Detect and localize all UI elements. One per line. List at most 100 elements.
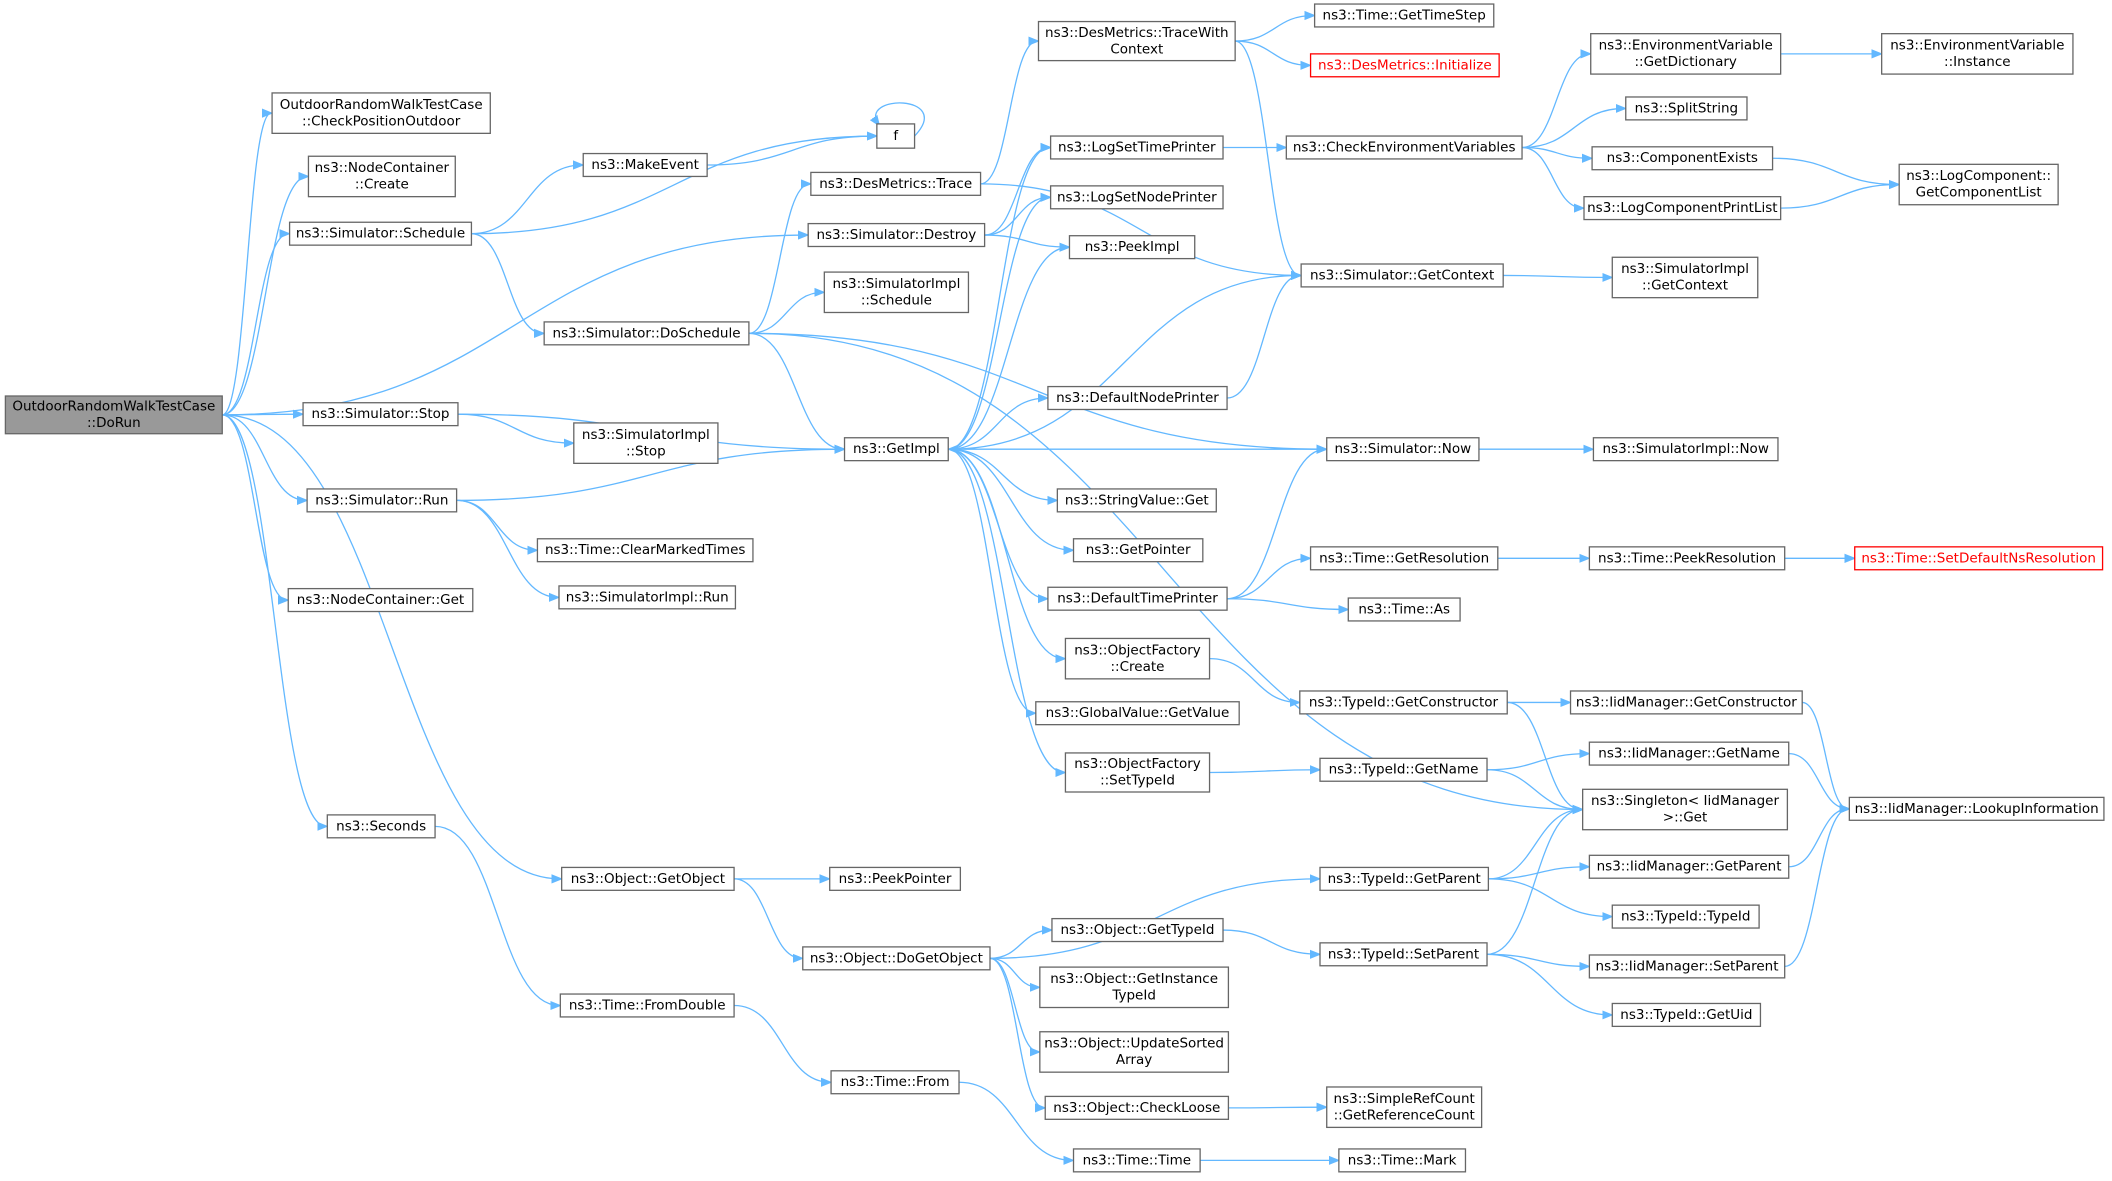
node-getimpl[interactable]: ns3::GetImpl [843,437,949,462]
edge-typeid-getconstructor-to-singleton-get [1507,701,1581,809]
node-obj-checkloose[interactable]: ns3::Object::CheckLoose [1044,1095,1230,1120]
node-nc-create[interactable]: ns3::NodeContainer::Create [307,155,456,198]
node-label: ns3::LogSetNodePrinter [1057,189,1217,205]
edge-getimpl-to-globalvalue-getvalue [948,448,1035,713]
node-typeid-getuid[interactable]: ns3::TypeId::GetUid [1611,1002,1762,1028]
node-sim-stop[interactable]: ns3::Simulator::Stop [302,402,459,427]
edge-dorun-to-sim-run [222,414,306,501]
node-seconds[interactable]: ns3::Seconds [326,814,436,839]
node-singleton-get[interactable]: ns3::Singleton< IidManager>::Get [1582,788,1789,831]
node-time-clearmarked[interactable]: ns3::Time::ClearMarkedTimes [536,538,754,563]
node-simimpl-now[interactable]: ns3::SimulatorImpl::Now [1592,437,1779,462]
node-envvar-getdict[interactable]: ns3::EnvironmentVariable::GetDictionary [1590,33,1782,75]
node-obj-gettypeid[interactable]: ns3::Object::GetTypeId [1051,917,1224,943]
edge-obj-dogetobject-to-obj-checkloose [989,957,1044,1108]
edge-sim-schedule-to-f [471,136,875,235]
node-simimpl-run[interactable]: ns3::SimulatorImpl::Run [558,585,737,610]
node-time-getresolution[interactable]: ns3::Time::GetResolution [1309,546,1499,571]
node-label: Context [1110,41,1163,57]
node-envvar-instance[interactable]: ns3::EnvironmentVariable::Instance [1881,33,2074,75]
node-checkpos[interactable]: OutdoorRandomWalkTestCase::CheckPosition… [271,92,491,134]
edge-getimpl-to-objfactory-settypeid [948,448,1064,772]
node-iid-getconstructor[interactable]: ns3::IidManager::GetConstructor [1569,690,1803,715]
node-objfactory-create[interactable]: ns3::ObjectFactory::Create [1064,637,1211,680]
node-iid-getname[interactable]: ns3::IidManager::GetName [1588,741,1790,766]
node-sim-destroy[interactable]: ns3::Simulator::Destroy [807,222,986,248]
node-splitstring[interactable]: ns3::SplitString [1625,96,1748,121]
node-des-init[interactable]: ns3::DesMetrics::Initialize [1309,53,1500,78]
node-objfactory-settypeid[interactable]: ns3::ObjectFactory::SetTypeId [1064,752,1211,793]
edge-obj-dogetobject-to-obj-gettypeid [989,930,1051,959]
node-simimpl-getcontext[interactable]: ns3::SimulatorImpl::GetContext [1611,256,1759,299]
node-obj-getobject[interactable]: ns3::Object::GetObject [561,866,735,891]
node-logcomponentprintlist[interactable]: ns3::LogComponentPrintList [1583,196,1782,221]
node-label: ::GetContext [1642,278,1728,294]
node-label: ns3::Time::ClearMarkedTimes [545,542,745,558]
node-stringvalue-get[interactable]: ns3::StringValue::Get [1056,488,1217,513]
node-logcomponent-getlist[interactable]: ns3::LogComponent::GetComponentList [1898,163,2059,206]
node-sim-schedule[interactable]: ns3::Simulator::Schedule [288,221,473,246]
node-sim-doschedule[interactable]: ns3::Simulator::DoSchedule [543,321,750,346]
node-time-setdefaultns[interactable]: ns3::Time::SetDefaultNsResolution [1854,546,2104,571]
node-box [1854,546,2104,571]
edge-getimpl-to-logsettimeprinter [948,147,1049,450]
node-label: ns3::TypeId::GetConstructor [1309,694,1499,710]
node-box [843,437,949,462]
node-globalvalue-getvalue[interactable]: ns3::GlobalValue::GetValue [1035,701,1240,726]
node-des-trace[interactable]: ns3::DesMetrics::Trace [810,171,982,196]
node-label: ns3::SimpleRefCount [1334,1091,1475,1107]
node-label: ns3::Simulator::Stop [312,406,450,422]
edge-dorun-to-obj-getobject [222,414,560,879]
node-typeid-setparent[interactable]: ns3::TypeId::SetParent [1319,942,1488,967]
edge-typeid-setparent-to-singleton-get [1487,810,1582,955]
node-iid-lookupinfo[interactable]: ns3::IidManager::LookupInformation [1848,796,2105,821]
node-simimpl-stop[interactable]: ns3::SimulatorImpl::Stop [573,422,719,464]
node-time-fromdouble[interactable]: ns3::Time::FromDouble [559,993,735,1018]
node-defaulttimeprinter[interactable]: ns3::DefaultTimePrinter [1047,586,1228,611]
node-box [1072,1148,1201,1173]
node-dorun[interactable]: OutdoorRandomWalkTestCase::DoRun [4,395,223,435]
node-simplerefcount[interactable]: ns3::SimpleRefCount::GetReferenceCount [1326,1086,1483,1129]
node-logsetnodeprinter[interactable]: ns3::LogSetNodePrinter [1049,185,1224,210]
node-iid-getparent[interactable]: ns3::IidManager::GetParent [1588,854,1790,879]
node-sim-getcontext[interactable]: ns3::Simulator::GetContext [1300,263,1504,288]
node-time-time[interactable]: ns3::Time::Time [1072,1148,1201,1173]
edge-dorun-to-sim-stop [222,414,302,415]
node-label: ::SetTypeId [1100,773,1175,789]
node-simimpl-schedule[interactable]: ns3::SimulatorImpl::Schedule [823,271,970,314]
node-defaultnodeprinter[interactable]: ns3::DefaultNodePrinter [1047,385,1228,411]
node-box [807,222,986,248]
edge-des-tracewith-to-sim-getcontext [1234,40,1300,275]
node-time-from[interactable]: ns3::Time::From [830,1070,960,1095]
node-logsettimeprinter[interactable]: ns3::LogSetTimePrinter [1049,135,1224,160]
node-typeid-getconstructor[interactable]: ns3::TypeId::GetConstructor [1299,690,1508,715]
node-box [536,538,754,563]
node-makeevent[interactable]: ns3::MakeEvent [582,152,708,178]
node-time-as[interactable]: ns3::Time::As [1347,597,1461,622]
edge-dorun-to-nc-get [222,414,287,600]
node-typeid-getparent[interactable]: ns3::TypeId::GetParent [1319,866,1490,891]
node-label: ns3::ObjectFactory [1074,642,1201,658]
node-peekimpl[interactable]: ns3::PeekImpl [1068,235,1196,260]
node-checkenv[interactable]: ns3::CheckEnvironmentVariables [1285,135,1523,160]
node-peekpointer[interactable]: ns3::PeekPointer [829,866,962,891]
edge-defaulttimeprinter-to-sim-now [1227,449,1326,600]
node-time-gettimestep[interactable]: ns3::Time::GetTimeStep [1313,3,1495,28]
node-time-peekresolution[interactable]: ns3::Time::PeekResolution [1588,546,1786,571]
node-getpointer[interactable]: ns3::GetPointer [1072,538,1204,563]
node-sim-run[interactable]: ns3::Simulator::Run [306,488,458,513]
node-typeid-getname[interactable]: ns3::TypeId::GetName [1319,757,1488,782]
node-iid-setparent[interactable]: ns3::IidManager::SetParent [1588,954,1786,979]
node-f[interactable]: f [876,123,916,149]
node-sim-now[interactable]: ns3::Simulator::Now [1326,437,1480,462]
node-nc-get[interactable]: ns3::NodeContainer::Get [287,587,474,613]
node-obj-dogetobject[interactable]: ns3::Object::DoGetObject [802,946,991,971]
node-time-mark[interactable]: ns3::Time::Mark [1338,1148,1467,1173]
node-box [1072,538,1204,563]
edge-des-trace-to-des-tracewith [980,41,1038,185]
node-typeid-typeid[interactable]: ns3::TypeId::TypeId [1611,904,1760,929]
node-componentexists[interactable]: ns3::ComponentExists [1591,146,1774,171]
